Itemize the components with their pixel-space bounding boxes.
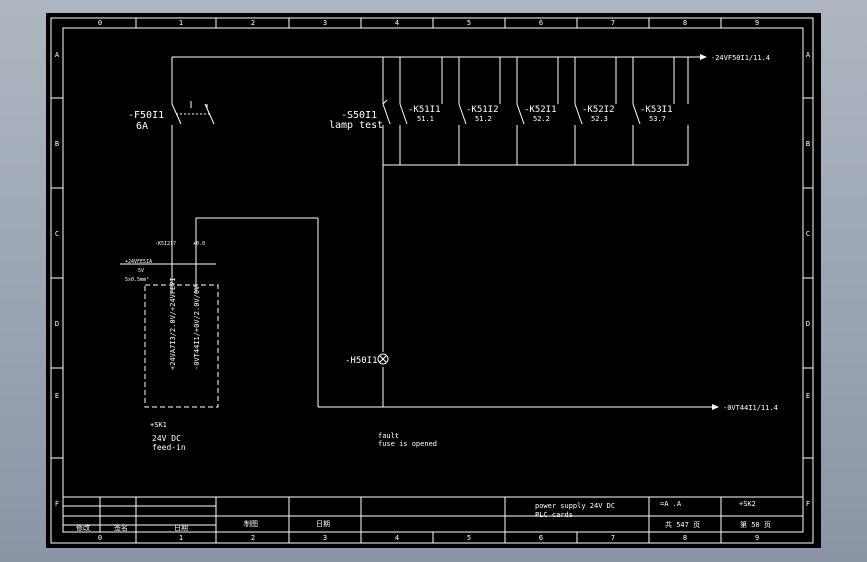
breaker-id: -F50I1 [128,110,164,121]
card-wires [171,285,197,293]
row-marker-left: A [55,51,60,59]
lamp-icon [377,353,389,365]
title-col-label: 修改 [76,523,90,532]
relay-ref: 51.1 [417,115,434,123]
card-caption-line2: feed-in [152,443,186,452]
column-markers: 0 1 2 3 4 5 6 7 8 9 0 1 2 3 4 5 6 7 8 9 [98,18,759,543]
col-marker-bottom: 0 [98,534,102,542]
row-marker-right: B [806,140,810,148]
col-marker-top: 9 [755,19,759,27]
card-signal-2: -0VT44I1/+0V/2.0V/0V [193,285,201,370]
relay-ref: 52.3 [591,115,608,123]
col-marker-bottom: 2 [251,534,255,542]
arrow-right-icon [712,404,719,410]
card-tag-small2: 5V [138,268,144,274]
card-tag-small1: +24VFE5IA [125,259,152,265]
row-marker-right: D [806,320,810,328]
breaker-icon [171,101,215,125]
output-top-label: -24VF50I1/11.4 [711,54,770,62]
col-marker-top: 3 [323,19,327,27]
col-marker-top: 6 [539,19,543,27]
col-marker-top: 1 [179,19,183,27]
relay-ref: 52.2 [533,115,550,123]
col-marker-bottom: 7 [611,534,615,542]
col-marker-top: 4 [395,19,399,27]
breaker-rating: 6A [136,121,148,132]
col-marker-top: 2 [251,19,255,27]
relay-id: -K52I1 [524,105,557,115]
row-marker-left: F [55,500,59,508]
row-marker-left: D [55,320,59,328]
title-total-pages: 共 547 页 [665,520,700,529]
title-block [63,496,803,532]
col-marker-bottom: 5 [467,534,471,542]
title-page-number: 第 50 页 [740,520,771,529]
title-col-label: 制图 [244,519,258,528]
title-col-label: 签名 [114,523,128,532]
row-marker-right: E [806,392,810,400]
relay-contact-icons [399,103,641,125]
card-tag-top: -K5I2I7 [155,241,176,247]
title-location: +SK2 [739,500,756,508]
row-markers: A B C D E F A B C D E F [51,51,813,508]
card-signal-1: +24VA7I3/2.0V/+24VFE7I [169,277,177,370]
output-bottom-label: -0VT44I1/11.4 [723,404,778,412]
switch-label: lamp test [329,120,383,131]
switch-id: -S50I1 [341,110,377,121]
lamp-note-line1: fault [378,432,399,440]
card-tag-small3: 5x0.5mm² [125,277,149,283]
relay-id: -K53I1 [640,105,673,115]
card-caption-line1: 24V DC [152,434,181,443]
title-col-label: 日期 [174,524,188,532]
title-description-line2: PLC cards [535,511,573,519]
col-marker-top: 0 [98,19,102,27]
row-marker-left: E [55,392,59,400]
row-marker-left: C [55,230,59,238]
card-location: +SK1 [150,421,167,429]
switch-icon [382,103,391,125]
title-drawing-code: =A .A [660,500,682,508]
wiring [120,56,712,408]
arrow-right-icon [700,54,707,60]
col-marker-top: 5 [467,19,471,27]
relay-ref: 53.7 [649,115,666,123]
col-marker-bottom: 9 [755,534,759,542]
col-marker-top: 8 [683,19,687,27]
col-marker-bottom: 3 [323,534,327,542]
row-marker-right: A [806,51,811,59]
title-col-label: 日期 [316,520,330,528]
row-marker-right: C [806,230,810,238]
relay-id: -K51I1 [408,105,441,115]
arrow-icons [700,54,719,410]
relay-id: -K52I2 [582,105,615,115]
col-marker-bottom: 6 [539,534,543,542]
col-marker-bottom: 8 [683,534,687,542]
relay-id: -K51I2 [466,105,499,115]
title-description-line1: power supply 24V DC [535,502,615,510]
col-marker-bottom: 1 [179,534,183,542]
card-box [144,284,219,408]
sheet-background [46,13,821,548]
col-marker-bottom: 4 [395,534,399,542]
row-marker-right: F [806,500,810,508]
card-tag-right: +0.0 [193,241,205,247]
lamp-note-line2: fuse is opened [378,440,437,448]
row-marker-left: B [55,140,59,148]
relay-ref: 51.2 [475,115,492,123]
col-marker-top: 7 [611,19,615,27]
lamp-id: -H50I1 [345,356,378,366]
